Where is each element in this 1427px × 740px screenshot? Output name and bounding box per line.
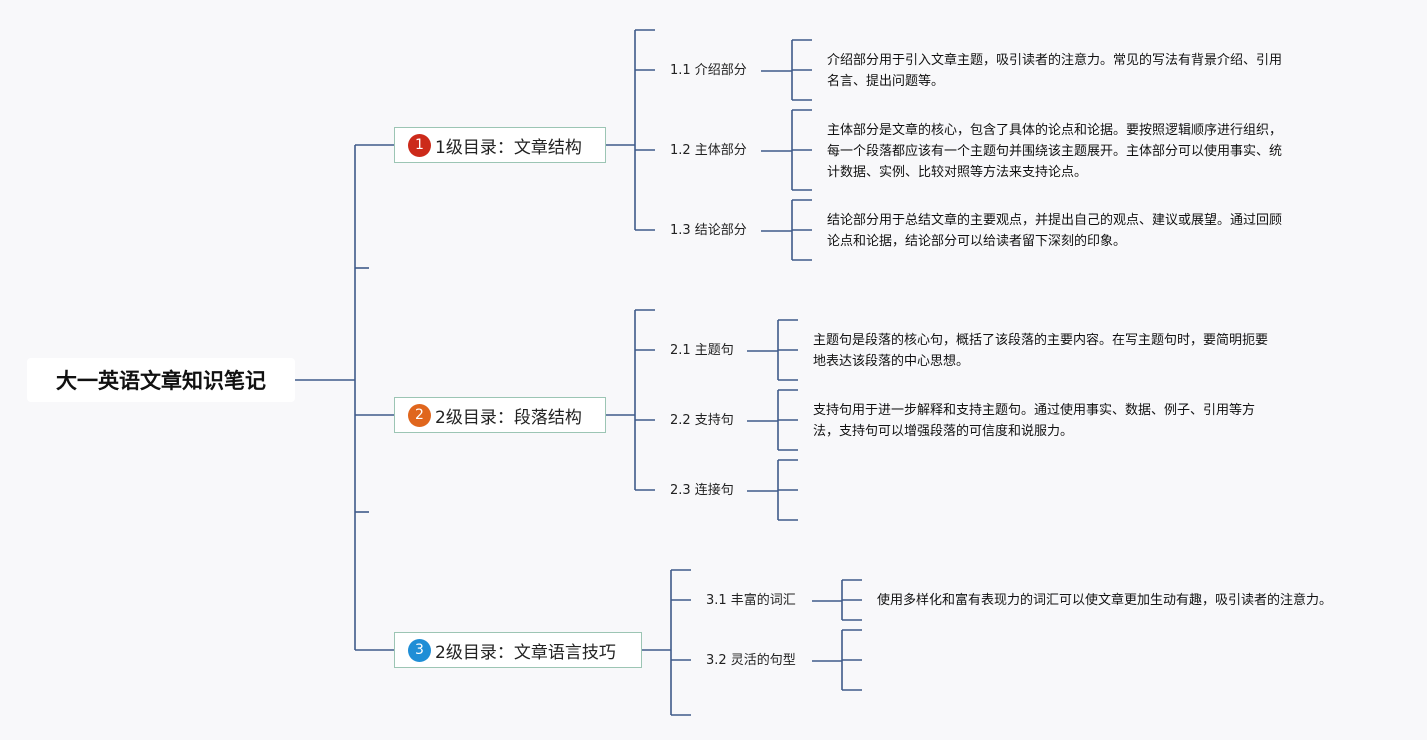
topic-label: 2级目录：段落结构 <box>435 407 582 428</box>
topic-label: 1级目录：文章结构 <box>435 137 582 158</box>
note-line: 使用多样化和富有表现力的词汇可以使文章更加生动有趣，吸引读者的注意力。 <box>877 593 1333 608</box>
subtopic-conclusion[interactable]: 1.3 结论部分 <box>670 223 747 238</box>
note-line: 名言、提出问题等。 <box>827 74 945 89</box>
note-line: 主题句是段落的核心句，概括了该段落的主要内容。在写主题句时，要简明扼要 <box>813 333 1269 348</box>
root-topic[interactable]: 大一英语文章知识笔记 <box>27 358 295 402</box>
topic-article-structure[interactable]: 1 1级目录：文章结构 <box>394 127 606 163</box>
subtopic-supporting-sentence[interactable]: 2.2 支持句 <box>670 413 734 428</box>
note-line: 论点和论据，结论部分可以给读者留下深刻的印象。 <box>827 234 1127 249</box>
note-line: 每一个段落都应该有一个主题句并围绕该主题展开。主体部分可以使用事实、统 <box>827 144 1283 159</box>
note-conclusion[interactable]: 结论部分用于总结文章的主要观点，并提出自己的观点、建议或展望。通过回顾 论点和论… <box>827 210 1327 252</box>
topic-paragraph-structure[interactable]: 2 2级目录：段落结构 <box>394 397 606 433</box>
subtopic-rich-vocabulary[interactable]: 3.1 丰富的词汇 <box>706 593 796 608</box>
topic-language-skills[interactable]: 3 2级目录：文章语言技巧 <box>394 632 642 668</box>
note-line: 结论部分用于总结文章的主要观点，并提出自己的观点、建议或展望。通过回顾 <box>827 213 1283 228</box>
subtopic-linking-sentence[interactable]: 2.3 连接句 <box>670 483 734 498</box>
note-line: 支持句用于进一步解释和支持主题句。通过使用事实、数据、例子、引用等方 <box>813 403 1256 418</box>
subtopic-body[interactable]: 1.2 主体部分 <box>670 143 747 158</box>
note-rich-vocabulary[interactable]: 使用多样化和富有表现力的词汇可以使文章更加生动有趣，吸引读者的注意力。 <box>877 590 1417 611</box>
subtopic-introduction[interactable]: 1.1 介绍部分 <box>670 63 747 78</box>
note-introduction[interactable]: 介绍部分用于引入文章主题，吸引读者的注意力。常见的写法有背景介绍、引用 名言、提… <box>827 50 1327 92</box>
note-line: 主体部分是文章的核心，包含了具体的论点和论据。要按照逻辑顺序进行组织， <box>827 123 1283 138</box>
number-badge-2: 2 <box>408 403 431 427</box>
subtopic-topic-sentence[interactable]: 2.1 主题句 <box>670 343 734 358</box>
number-badge-3: 3 <box>408 638 431 662</box>
subtopic-flexible-sentences[interactable]: 3.2 灵活的句型 <box>706 653 796 668</box>
note-topic-sentence[interactable]: 主题句是段落的核心句，概括了该段落的主要内容。在写主题句时，要简明扼要 地表达该… <box>813 330 1313 372</box>
number-badge-1: 1 <box>408 133 431 157</box>
note-body[interactable]: 主体部分是文章的核心，包含了具体的论点和论据。要按照逻辑顺序进行组织， 每一个段… <box>827 120 1327 183</box>
note-supporting-sentence[interactable]: 支持句用于进一步解释和支持主题句。通过使用事实、数据、例子、引用等方 法，支持句… <box>813 400 1313 442</box>
root-topic-label: 大一英语文章知识笔记 <box>56 369 266 393</box>
note-line: 法，支持句可以增强段落的可信度和说服力。 <box>813 424 1074 439</box>
note-line: 计数据、实例、比较对照等方法来支持论点。 <box>827 165 1088 180</box>
topic-label: 2级目录：文章语言技巧 <box>435 642 616 663</box>
note-line: 地表达该段落的中心思想。 <box>813 354 970 369</box>
note-line: 介绍部分用于引入文章主题，吸引读者的注意力。常见的写法有背景介绍、引用 <box>827 53 1283 68</box>
